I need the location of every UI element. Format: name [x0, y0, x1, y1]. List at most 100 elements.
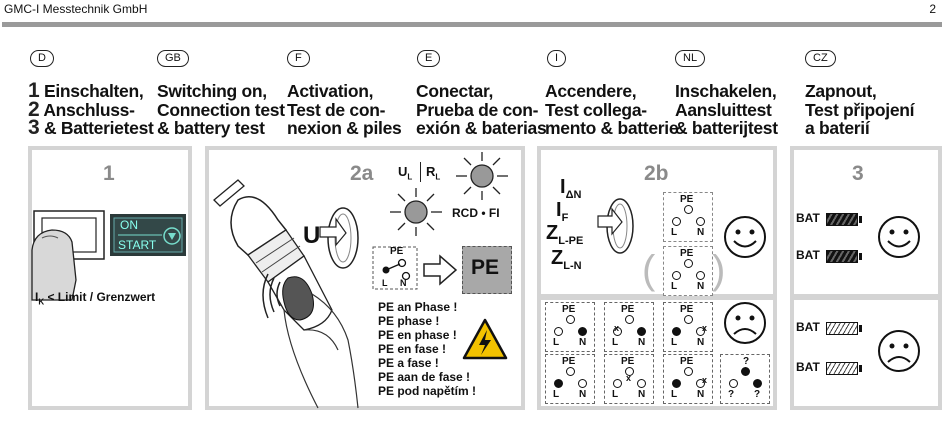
title-nl-line1: Inschakelen, — [675, 81, 777, 101]
paren-right: ) — [712, 248, 726, 292]
pe-diagram-l: L — [382, 278, 388, 288]
ik-symbol: I — [35, 290, 39, 304]
pe-alert-box — [462, 246, 512, 294]
title-nl-line3: & batterijtest — [675, 118, 778, 138]
step-number-2: 2 — [28, 97, 40, 121]
rl-label: RL — [426, 164, 440, 182]
socket-l-label: L — [612, 389, 619, 400]
phase-warning-de: PE an Phase ! — [378, 300, 458, 314]
phase-warning-es: PE en fase ! — [378, 342, 447, 356]
socket-contact-dot — [578, 327, 587, 336]
rl-subscript: L — [435, 172, 441, 182]
socket-n-label: N — [697, 227, 705, 238]
socket-contact-dot — [566, 315, 575, 324]
title-e-line3: exión & baterias — [416, 118, 547, 138]
if-subscript: F — [561, 212, 569, 224]
socket-pe-unknown: ? — [743, 356, 750, 367]
battery-icon — [826, 322, 858, 335]
socket-n-label: N — [579, 389, 587, 400]
socket-pe-label: PE — [621, 356, 635, 367]
socket-l-label: L — [671, 389, 678, 400]
socket-x-mark: x — [614, 323, 620, 333]
title-f-line2: Test de con- — [287, 99, 386, 120]
socket-l-label: L — [553, 337, 560, 348]
push-button-icon — [31, 210, 105, 301]
socket-x-mark: x — [626, 373, 632, 383]
socket-pe-label: PE — [562, 356, 576, 367]
title-nl: Inschakelen, Aansluittest & batterijtest — [675, 82, 778, 138]
lang-badge-nl: NL — [675, 50, 706, 67]
battery-terminal — [859, 365, 862, 372]
socket-contact-dot — [684, 367, 693, 376]
high-voltage-warning-icon — [462, 318, 508, 360]
socket-contact-dot — [672, 271, 681, 280]
socket-contact-dot — [729, 379, 738, 388]
socket-l-label: L — [553, 389, 560, 400]
socket-l-unknown: ? — [728, 389, 735, 400]
battery-label: BAT — [796, 320, 820, 334]
lamp-rcd-icon — [390, 188, 442, 236]
smiley-happy-2b-icon — [724, 216, 766, 258]
phase-warning-en: PE phase ! — [378, 314, 440, 328]
socket-pe-label: PE — [680, 304, 694, 315]
title-cz-line1: Zapnout, — [805, 81, 877, 101]
socket-n-label: N — [697, 389, 705, 400]
socket-pe-label: PE — [680, 194, 694, 205]
phase-warning-it: PE a fase ! — [378, 356, 439, 370]
socket-n-label: N — [638, 337, 646, 348]
title-cz-line2: Test připojení — [805, 99, 915, 120]
pe-connection-diagram — [372, 246, 418, 290]
title-cz: Zapnout, Test připojení a baterií — [805, 81, 915, 138]
title-gb: Switching on, Connection test & battery … — [157, 82, 285, 138]
panel-3-number: 3 — [852, 162, 864, 185]
smiley-happy-3-icon — [878, 216, 920, 258]
page-number: 2 — [929, 2, 936, 16]
zlpe-symbol: Z — [546, 222, 559, 244]
pe-diagram-n: N — [400, 278, 407, 288]
title-gb-line3: & battery test — [157, 118, 265, 138]
title-d-line2: Anschluss- — [43, 99, 135, 120]
socket-contact-dot — [672, 217, 681, 226]
idn-label: IΔN — [560, 176, 581, 201]
start-label: START — [118, 238, 157, 252]
smiley-sad-3-icon — [878, 330, 920, 372]
socket-x-mark: x — [702, 323, 708, 333]
socket-contact-dot — [625, 315, 634, 324]
header-rule — [2, 22, 942, 27]
socket-contact-dot — [578, 379, 587, 388]
socket-l-label: L — [612, 337, 619, 348]
rotate-arrow-2b-icon — [597, 198, 634, 254]
zln-label: ZL-N — [551, 247, 582, 272]
socket-x-mark: x — [702, 375, 708, 385]
phase-warning-fr: PE en phase ! — [378, 328, 457, 342]
title-e-line1: Conectar, — [416, 81, 494, 101]
zlpe-subscript: L-PE — [558, 235, 584, 247]
title-f-line1: Activation, — [287, 81, 374, 101]
socket-contact-dot — [696, 379, 705, 388]
socket-l-label: L — [671, 337, 678, 348]
battery-label: BAT — [796, 211, 820, 225]
socket-l-label: L — [671, 281, 678, 292]
title-gb-line1: Switching on, — [157, 81, 267, 101]
zln-subscript: L-N — [563, 260, 582, 272]
lang-badge-cz: CZ — [805, 50, 836, 67]
lamp-ulrl-icon — [456, 152, 508, 200]
title-nl-line2: Aansluittest — [675, 99, 772, 120]
socket-pe-label: PE — [621, 304, 635, 315]
socket-contact-dot — [637, 379, 646, 388]
title-cz-line3: a baterií — [805, 118, 870, 138]
pe-diagram-label: PE — [390, 246, 404, 257]
socket-contact-dot — [637, 327, 646, 336]
title-f-line3: nexion & piles — [287, 118, 402, 138]
title-i-line1: Accendere, — [545, 81, 637, 101]
socket-contact-dot — [672, 379, 681, 388]
socket-diagram: PE L N — [545, 354, 595, 404]
limit-label: < Limit / Grenzwert — [47, 290, 156, 304]
rl-symbol: R — [426, 164, 436, 179]
lang-badge-i: I — [547, 50, 567, 67]
socket-contact-dot — [684, 259, 693, 268]
title-i-line3: mento & batterie — [545, 118, 679, 138]
lang-badge-f: F — [287, 50, 310, 67]
